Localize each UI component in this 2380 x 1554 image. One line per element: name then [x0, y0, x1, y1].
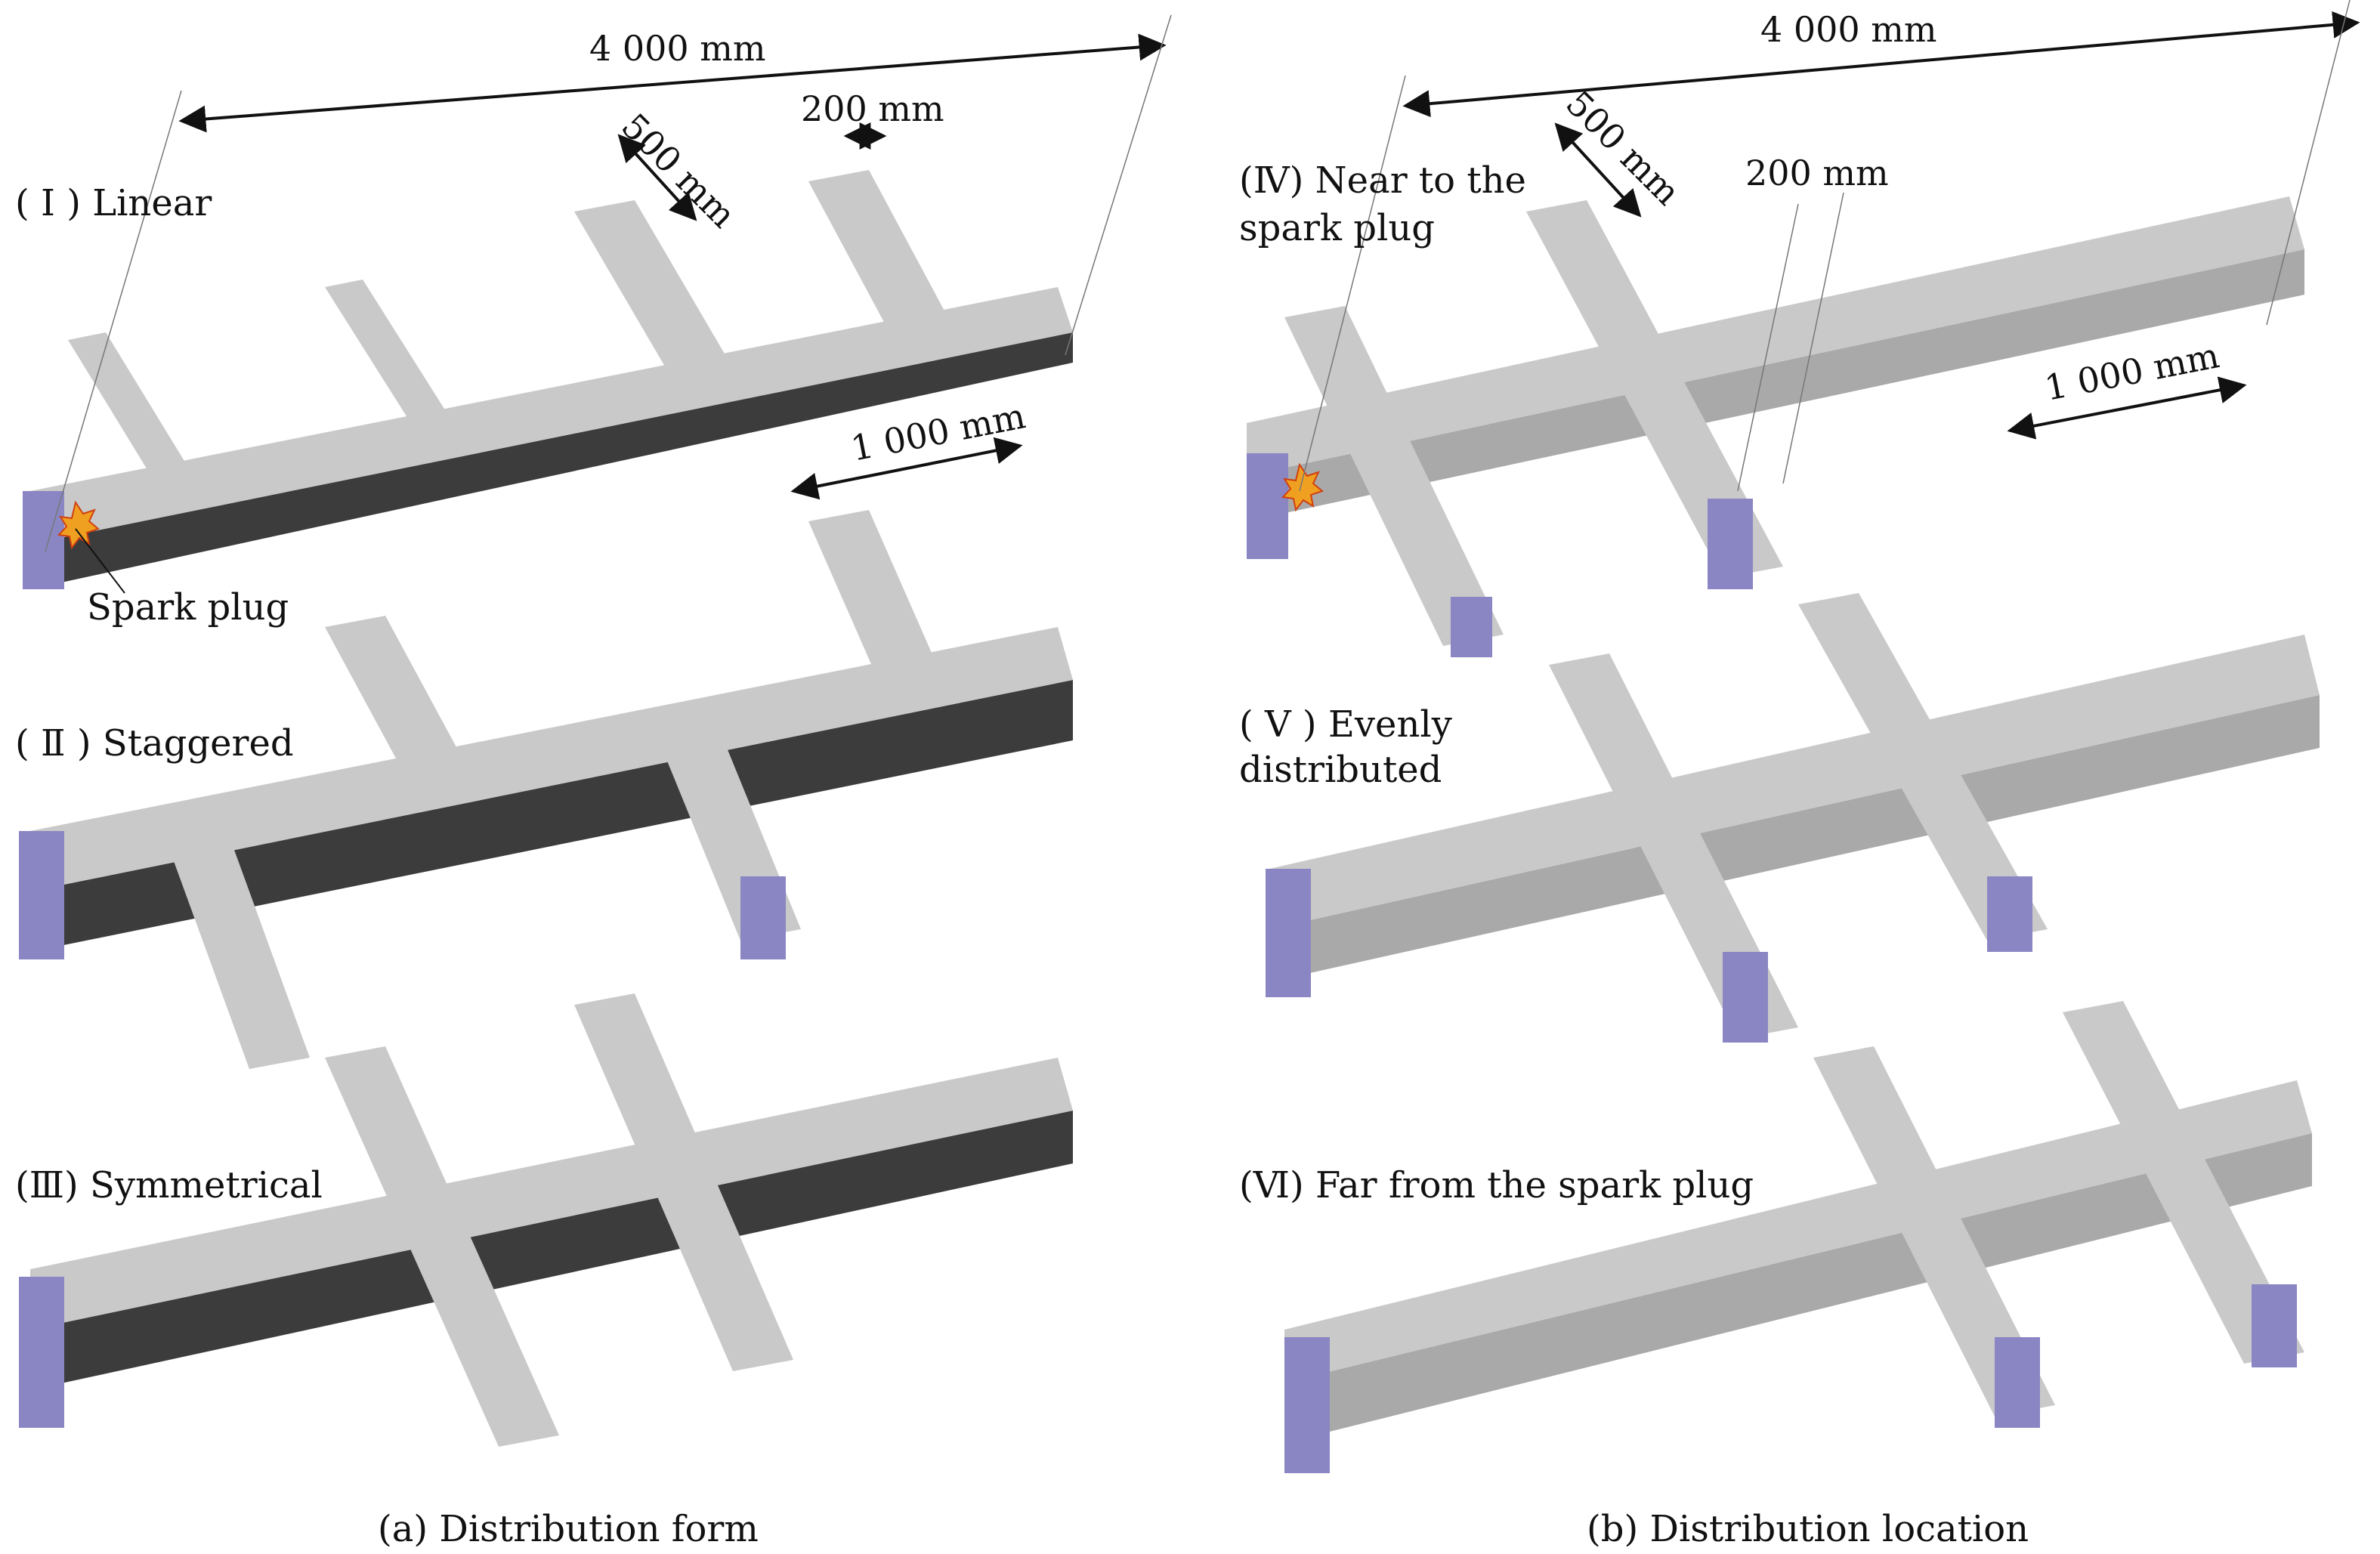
extension-lines-left	[45, 14, 1172, 552]
config-4-label-line1: (Ⅳ) Near to the	[1239, 159, 1526, 202]
end-plate	[1723, 952, 1768, 1043]
config-3-label: (Ⅲ) Symmetrical	[15, 1164, 323, 1206]
end-plate	[1266, 869, 1311, 997]
dim-segment-length-label: 1 000 mm	[2042, 335, 2223, 409]
main-duct-front-face	[1284, 1133, 2312, 1443]
cross-branch-1	[325, 1046, 559, 1447]
dim-branch-width-label: 200 mm	[1745, 153, 1889, 193]
duct-config-2-staggered	[19, 510, 1073, 1069]
branch-1	[68, 332, 189, 476]
end-plate	[1247, 453, 1288, 559]
config-4-label-line2: spark plug	[1239, 207, 1435, 249]
cross-branch-2	[1798, 593, 2048, 941]
ext-line	[45, 90, 182, 552]
dimension-lines-right	[1402, 11, 2360, 440]
cross-branch-2	[2063, 1001, 2304, 1364]
dim-branch-length	[617, 134, 697, 221]
left-caption: (a) Distribution form	[378, 1508, 759, 1550]
spark-plug-icon	[1281, 462, 1324, 512]
dim-branch-length	[1554, 122, 1642, 218]
config-5-label-line1: ( Ⅴ ) Evenly	[1239, 703, 1452, 746]
duct-config-1-linear	[23, 170, 1073, 594]
end-plate	[1995, 1337, 2040, 1428]
main-duct-top-face	[1247, 196, 2304, 476]
dim-total-length-label: 4 000 mm	[1760, 9, 1937, 50]
ext-line	[2266, 0, 2351, 326]
dimension-lines-left	[178, 33, 1167, 500]
end-plate	[1284, 1337, 1330, 1473]
spark-plug-label: Spark plug	[87, 586, 289, 629]
branch-3	[574, 200, 725, 366]
dim-total-length-label: 4 000 mm	[589, 28, 766, 69]
end-plate	[740, 876, 786, 959]
ext-line	[1299, 75, 1406, 492]
dim-segment-length	[790, 437, 1023, 500]
ext-line	[1782, 192, 1844, 484]
main-duct-top-face	[30, 627, 1073, 891]
dim-total-length	[178, 33, 1167, 133]
right-caption: (b) Distribution location	[1587, 1508, 2029, 1550]
main-duct-front-face	[1247, 249, 2304, 521]
dim-total-length	[1402, 11, 2360, 118]
end-plate	[1708, 499, 1753, 589]
ext-line	[1065, 14, 1172, 356]
config-2-label: ( Ⅱ ) Staggered	[15, 722, 294, 765]
main-duct-front-face	[30, 332, 1073, 589]
spark-plug-leader	[75, 528, 125, 594]
config-1-label: ( Ⅰ ) Linear	[15, 182, 212, 224]
cross-branch-2	[1526, 200, 1783, 578]
main-duct-front-face	[1269, 695, 2320, 982]
main-duct-front-face	[30, 680, 1073, 952]
right-panel: 4 000 mm 500 mm 200 mm 1 000 mm (Ⅳ) Near…	[1239, 0, 2360, 1550]
end-plate	[19, 831, 64, 959]
main-duct-front-face	[30, 1111, 1073, 1390]
left-panel: 4 000 mm 500 mm 200 mm 1 000 mm ( Ⅰ ) Li…	[15, 14, 1172, 1550]
branch-up-2	[808, 510, 937, 676]
end-plate	[1987, 876, 2032, 952]
duct-config-3-symmetrical	[19, 993, 1073, 1447]
duct-config-6-far	[1284, 1001, 2312, 1473]
cross-branch-1	[1549, 653, 1798, 1039]
dim-segment-length-label: 1 000 mm	[848, 395, 1029, 469]
branch-down-1	[174, 850, 310, 1069]
branch-2	[325, 280, 453, 431]
spark-plug-icon	[57, 500, 100, 550]
duct-config-4-near	[1247, 196, 2304, 657]
cross-branch-1	[1813, 1046, 2055, 1417]
cross-branch-1	[1284, 306, 1504, 646]
main-duct-top-face	[30, 287, 1073, 544]
config-5-label-line2: distributed	[1239, 749, 1442, 791]
end-plate	[19, 1277, 64, 1428]
extension-lines-right	[1299, 0, 2351, 492]
cross-branch-2	[574, 993, 793, 1371]
branch-4	[808, 170, 952, 336]
end-plate	[23, 491, 64, 589]
main-duct-top-face	[1284, 1080, 2312, 1383]
config-6-label: (Ⅵ) Far from the spark plug	[1239, 1164, 1754, 1206]
dim-segment-length	[2007, 376, 2247, 440]
duct-config-5-evenly	[1266, 593, 2320, 1043]
dim-branch-width-label: 200 mm	[801, 88, 944, 129]
end-plate	[1451, 597, 1492, 657]
main-duct-top-face	[30, 1058, 1073, 1330]
main-duct-top-face	[1269, 635, 2320, 929]
branch-up-1	[325, 616, 461, 767]
ext-line	[1737, 203, 1799, 492]
end-plate	[2252, 1284, 2297, 1367]
